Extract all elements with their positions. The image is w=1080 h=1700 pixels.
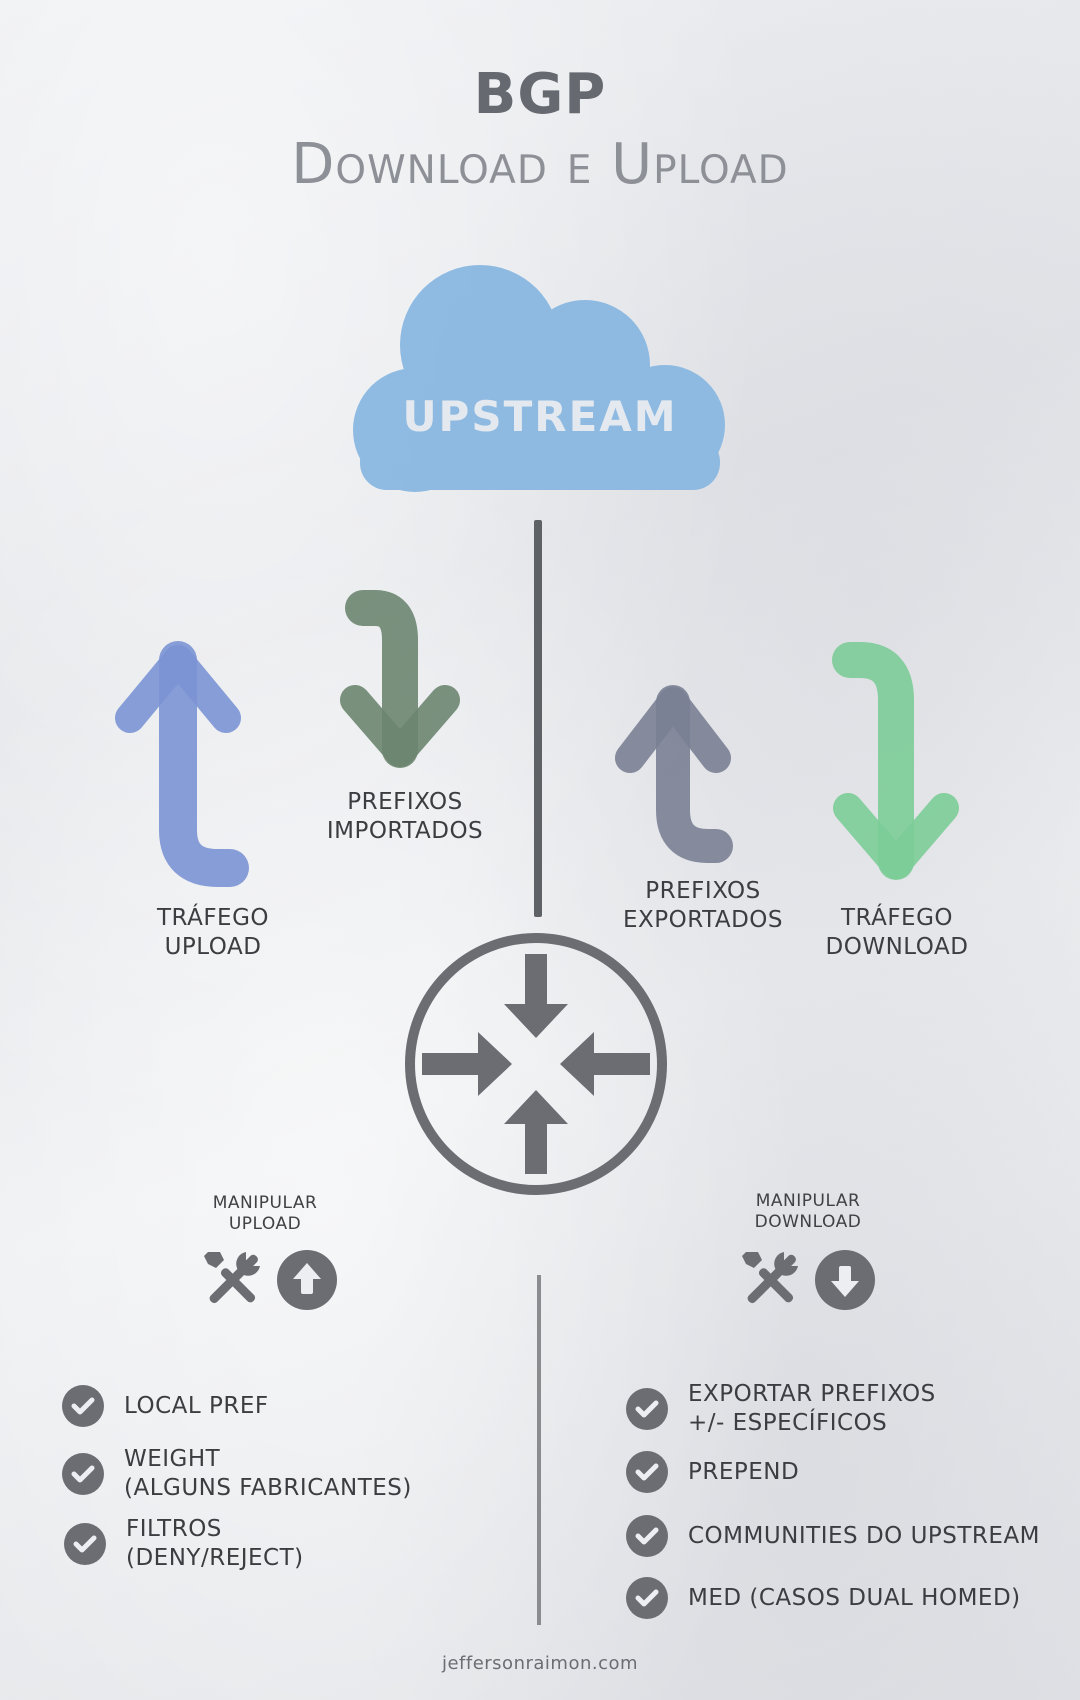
check-circle-icon [62, 1453, 104, 1495]
download-traffic-arrow-icon [832, 642, 959, 880]
exported-prefixes-label-line1: PREFIXOS [645, 878, 761, 904]
tools-icon [742, 1252, 798, 1304]
download-item-text: EXPORTAR PREFIXOS +/- ESPECÍFICOS [688, 1381, 936, 1436]
imported-prefixes-label: PREFIXOS IMPORTADOS [315, 788, 495, 846]
list-item: LOCAL PREF [62, 1385, 269, 1427]
check-circle-icon [626, 1451, 668, 1493]
upload-traffic-label: TRÁFEGO UPLOAD [128, 904, 298, 962]
exported-prefixes-arrow-icon [615, 685, 733, 863]
footer-link[interactable]: jeffersonraimon.com [441, 1653, 639, 1674]
manipulate-upload-line2: UPLOAD [228, 1214, 302, 1234]
page-title: BGP [473, 62, 607, 127]
check-circle-icon [64, 1523, 106, 1565]
download-item-text: PREPEND [688, 1458, 800, 1485]
imported-prefixes-arrow-icon [340, 590, 460, 768]
manipulate-upload-label: MANIPULAR UPLOAD [190, 1193, 340, 1235]
imported-prefixes-label-line2: IMPORTADOS [326, 818, 484, 844]
arrow-up-circle-icon [277, 1250, 337, 1310]
check-circle-icon [626, 1388, 668, 1430]
list-item: MED (CASOS DUAL HOMED) [626, 1577, 1021, 1619]
download-traffic-label-line2: DOWNLOAD [825, 934, 969, 960]
list-item: PREPEND [626, 1451, 799, 1493]
divider-line [537, 1275, 541, 1625]
upload-traffic-label-line2: UPLOAD [164, 934, 262, 960]
download-traffic-label-line1: TRÁFEGO [840, 905, 954, 931]
download-traffic-label: TRÁFEGO DOWNLOAD [812, 904, 982, 962]
exported-prefixes-label: PREFIXOS EXPORTADOS [612, 877, 794, 935]
manipulate-upload-line1: MANIPULAR [212, 1193, 318, 1213]
check-circle-icon [626, 1515, 668, 1557]
connector-line [534, 520, 542, 917]
list-item: WEIGHT (ALGUNS FABRICANTES) [62, 1445, 412, 1503]
manipulate-download-label: MANIPULAR DOWNLOAD [728, 1191, 888, 1233]
check-circle-icon [626, 1577, 668, 1619]
manipulate-download-line2: DOWNLOAD [754, 1212, 862, 1232]
tools-icon [204, 1252, 260, 1304]
upload-item-text: FILTROS (DENY/REJECT) [126, 1516, 304, 1571]
upload-item-text: LOCAL PREF [124, 1392, 269, 1419]
manipulate-download-line1: MANIPULAR [755, 1191, 861, 1211]
imported-prefixes-label-line1: PREFIXOS [347, 789, 463, 815]
page-subtitle: Download e Upload [291, 132, 789, 197]
arrow-down-circle-icon [815, 1250, 875, 1310]
router-icon [405, 933, 667, 1195]
list-item: FILTROS (DENY/REJECT) [64, 1515, 304, 1573]
cloud-label: UPSTREAM [402, 392, 678, 441]
list-item: COMMUNITIES DO UPSTREAM [626, 1515, 1040, 1557]
upload-item-text: WEIGHT (ALGUNS FABRICANTES) [124, 1446, 412, 1501]
download-item-text: COMMUNITIES DO UPSTREAM [688, 1522, 1041, 1549]
upload-traffic-label-line1: TRÁFEGO [156, 905, 270, 931]
cloud-icon [353, 265, 725, 492]
download-item-text: MED (CASOS DUAL HOMED) [688, 1584, 1021, 1611]
list-item: EXPORTAR PREFIXOS +/- ESPECÍFICOS [626, 1380, 936, 1438]
exported-prefixes-label-line2: EXPORTADOS [623, 907, 783, 933]
upload-traffic-arrow-icon [115, 641, 249, 887]
check-circle-icon [62, 1385, 104, 1427]
